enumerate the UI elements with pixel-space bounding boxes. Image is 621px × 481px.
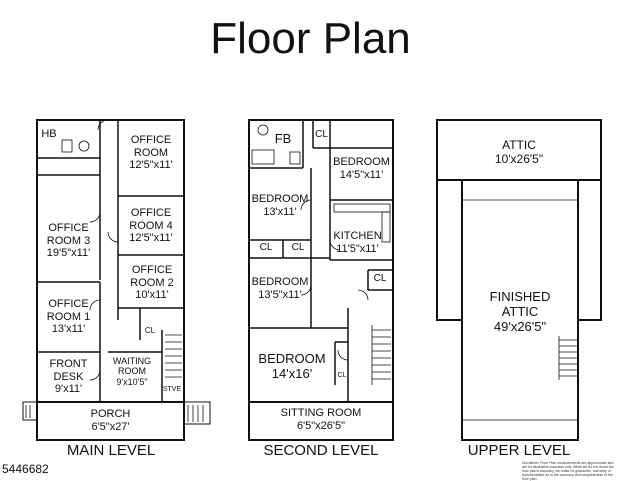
second-cl-right-label: CL [373,273,387,284]
main-cl-label: CL [144,326,156,335]
stove-label: STVE [162,386,182,393]
page-title: Floor Plan [210,14,411,63]
second-cl-small-label: CL [337,372,347,379]
second-level-walls [248,119,394,441]
main-level-walls [22,119,211,441]
fb-label: FB [274,131,292,146]
listing-id: 5446682 [2,462,49,476]
disclaimer-text: Disclaimer: Floor Plan measurements are … [522,461,614,481]
main-level-label: MAIN LEVEL [66,442,156,459]
second-cl-top-label: CL [315,129,328,140]
second-level-label: SECOND LEVEL [263,442,379,459]
upper-level-walls [436,119,602,441]
second-cl-mid-label: CL [291,242,305,253]
hb-label: HB [41,128,57,140]
second-cl-left-label: CL [259,242,273,253]
upper-level-label: UPPER LEVEL [467,442,571,459]
